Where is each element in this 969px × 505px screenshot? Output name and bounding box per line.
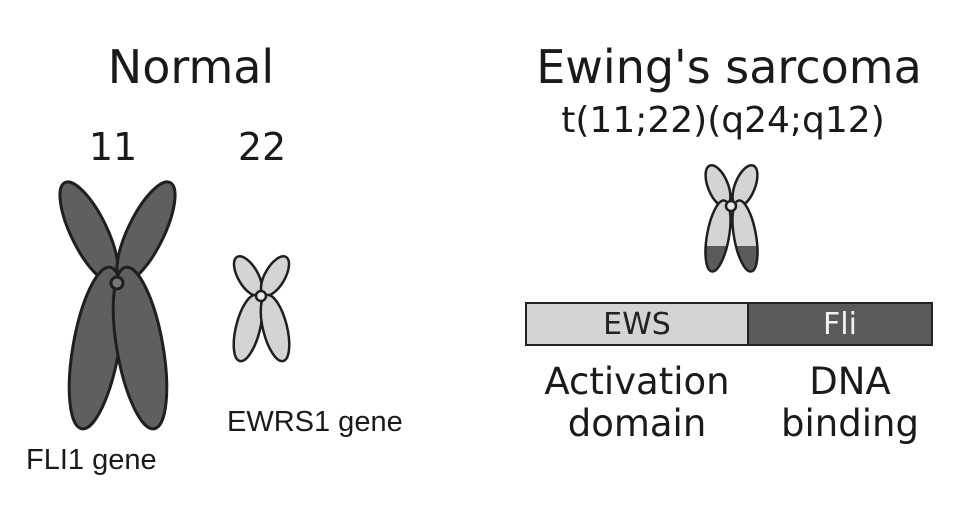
fusion-chromosome bbox=[700, 164, 763, 274]
fusion-chromosome-centromere bbox=[724, 199, 738, 213]
ewing-title: Ewing's sarcoma bbox=[536, 40, 922, 94]
activation-domain-label: Activation domain bbox=[544, 361, 729, 445]
activation-domain-line1: Activation bbox=[544, 360, 730, 403]
chromosome-11-label: 11 bbox=[88, 125, 138, 169]
dna-binding-line2: binding bbox=[781, 402, 919, 445]
fli-segment-label: Fli bbox=[823, 306, 857, 342]
translocation-label: t(11;22)(q24;q12) bbox=[561, 100, 885, 141]
fli-segment: Fli bbox=[749, 304, 931, 344]
ewrs1-gene-label: EWRS1 gene bbox=[227, 406, 403, 438]
chromosome-22-centromere bbox=[254, 289, 268, 303]
chromosome-22-label: 22 bbox=[237, 125, 287, 169]
chromosome-11 bbox=[58, 180, 177, 431]
ews-segment-label: EWS bbox=[603, 306, 671, 342]
ews-segment: EWS bbox=[527, 304, 749, 344]
normal-title: Normal bbox=[107, 40, 275, 94]
fli1-gene-label: FLI1 gene bbox=[26, 444, 157, 476]
activation-domain-line2: domain bbox=[567, 402, 707, 445]
chromosome-11-centromere bbox=[109, 275, 125, 291]
dna-binding-label: DNA binding bbox=[781, 361, 919, 445]
dna-binding-line1: DNA bbox=[809, 360, 891, 403]
chromosome-22 bbox=[232, 255, 291, 363]
fusion-protein-bar: EWS Fli bbox=[525, 302, 933, 346]
chromosome-11-arm-lower-right bbox=[111, 265, 169, 431]
